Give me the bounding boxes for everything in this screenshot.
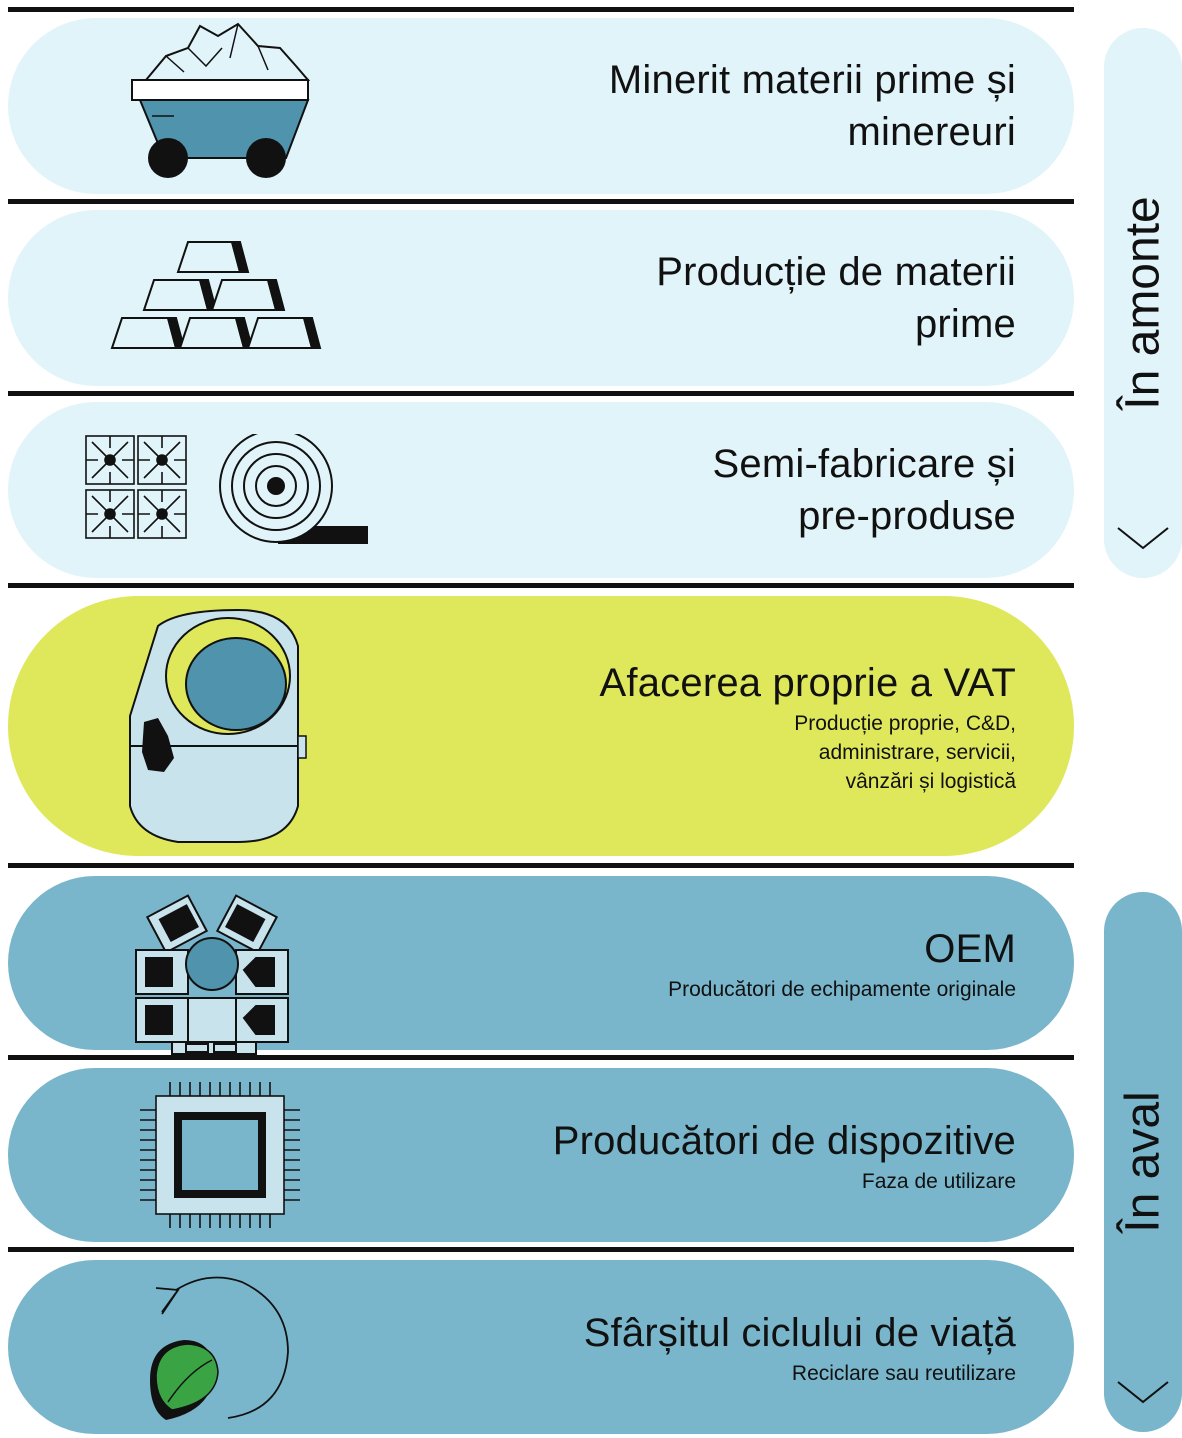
stage-text: Semi-fabricare și pre-produse [456,402,1016,578]
stage-title: prime [914,302,1016,346]
stage-end-of-life: Sfârșitul ciclului de viață Reciclare sa… [8,1260,1074,1434]
stage-subtitle: vânzări și logistică [845,769,1016,793]
downstream-label-bar: În aval [1104,892,1182,1432]
stage-text: Producție de materii prime [456,210,1016,386]
stage-title: OEM [924,926,1016,971]
stage-title: Producători de dispozitive [552,1118,1016,1163]
stage-title: Producție de materii [656,250,1016,294]
stage-text: OEM Producători de echipamente originale [456,876,1016,1050]
stage-subtitle: Reciclare sau reutilizare [791,1361,1016,1385]
stage-title: Sfârșitul ciclului de viață [583,1310,1016,1355]
separator-rule [8,391,1074,396]
stage-text: Minerit materii prime și minereuri [456,18,1016,194]
stage-mining: Minerit materii prime și minereuri [8,18,1074,194]
recycle-leaf-icon [8,1260,428,1434]
stage-title: pre-produse [798,494,1016,538]
stage-device-manufacturers: Producători de dispozitive Faza de utili… [8,1068,1074,1242]
chip-icon [8,1068,428,1242]
stage-subtitle: Producție proprie, C&D, [794,711,1016,735]
stage-raw-material-production: Producție de materii prime [8,210,1074,386]
upstream-label-bar: În amonte [1104,28,1182,578]
stage-text: Afacerea proprie a VAT Producție proprie… [456,596,1016,856]
oem-equipment-icon [8,876,428,1055]
stage-title: Afacerea proprie a VAT [599,660,1016,705]
separator-rule [8,863,1074,868]
stage-title: Semi-fabricare și [712,442,1016,486]
stage-semi-fabrication: Semi-fabricare și pre-produse [8,402,1074,578]
mining-cart-icon [8,18,428,194]
downstream-label: În aval [1116,1091,1170,1233]
separator-rule [8,199,1074,204]
stage-vat-own-business: Afacerea proprie a VAT Producție proprie… [8,596,1074,856]
separator-rule [8,7,1074,12]
chevron-down-icon [1117,1381,1169,1404]
stage-title: minereuri [847,110,1016,154]
metal-ingots-icon [8,210,428,386]
stage-title: Minerit materii prime și [608,58,1016,102]
separator-rule [8,1055,1074,1060]
stage-text: Sfârșitul ciclului de viață Reciclare sa… [456,1260,1016,1434]
stage-subtitle: Faza de utilizare [861,1169,1016,1193]
stage-text: Producători de dispozitive Faza de utili… [456,1068,1016,1242]
vat-valve-icon [8,596,428,856]
separator-rule [8,1247,1074,1252]
upstream-label: În amonte [1116,196,1170,410]
separator-rule [8,583,1074,588]
stage-oem: OEM Producători de echipamente originale [8,876,1074,1055]
profiles-and-coil-icon [8,402,428,578]
stage-subtitle: Producători de echipamente originale [668,977,1016,1001]
stage-subtitle: administrare, servicii, [818,740,1016,764]
chevron-down-icon [1117,527,1169,550]
